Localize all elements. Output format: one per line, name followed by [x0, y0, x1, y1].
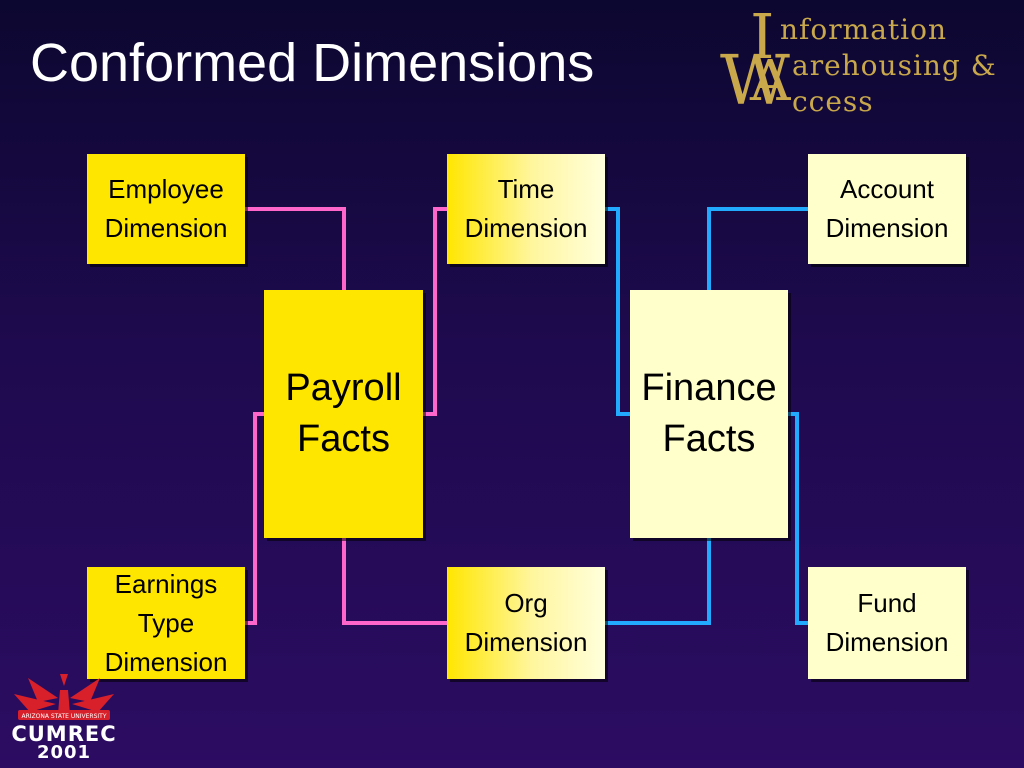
earnings-type-dimension-box: Earnings Type Dimension: [87, 567, 245, 679]
account-dimension-box: Account Dimension: [808, 154, 966, 264]
connector-time-finance: [605, 207, 630, 416]
fund-dimension-box: Fund Dimension: [808, 567, 966, 679]
org-dimension-box: Org Dimension: [447, 567, 605, 679]
cumrec-logo: ARIZONA STATE UNIVERSITY CUMREC 2001: [8, 668, 120, 764]
logo-line-access: ccess: [792, 85, 874, 118]
time-dimension-box: Time Dimension: [447, 154, 605, 264]
payroll-facts-label: Payroll Facts: [285, 366, 402, 460]
logo-initial-a: A: [750, 49, 791, 114]
employee-dimension-label: Employee Dimension: [104, 174, 228, 243]
ring-text: ARIZONA STATE UNIVERSITY: [21, 713, 106, 720]
iwa-logo: I nformation W arehousing & A ccess: [720, 4, 1020, 116]
connector-finance-fund: [788, 412, 808, 625]
fund-dimension-label: Fund Dimension: [825, 588, 949, 657]
logo-line-information: nformation: [780, 13, 947, 46]
connector-payroll-org: [342, 538, 447, 625]
connector-employee-payroll: [245, 207, 346, 290]
finance-facts-label: Finance Facts: [641, 366, 777, 460]
cumrec-year: 2001: [36, 742, 92, 763]
connector-account-finance: [707, 207, 808, 290]
cumrec-name: CUMREC: [11, 722, 117, 746]
connector-time-payroll: [423, 207, 447, 416]
connector-org-finance: [605, 538, 711, 625]
org-dimension-label: Org Dimension: [464, 588, 588, 657]
payroll-facts-box: Payroll Facts: [264, 290, 423, 538]
time-dimension-label: Time Dimension: [464, 174, 588, 243]
employee-dimension-box: Employee Dimension: [87, 154, 245, 264]
logo-line-warehousing: arehousing &: [792, 49, 997, 82]
slide-title: Conformed Dimensions: [30, 33, 595, 93]
phoenix-icon: ARIZONA STATE UNIVERSITY: [14, 674, 114, 720]
earnings-type-dimension-label: Earnings Type Dimension: [104, 568, 228, 677]
logo-initial-i: I: [750, 0, 775, 73]
finance-facts-box: Finance Facts: [630, 290, 788, 538]
account-dimension-label: Account Dimension: [825, 174, 949, 243]
logo-initial-w: W: [720, 42, 790, 121]
connector-earnings-payroll: [245, 412, 264, 625]
